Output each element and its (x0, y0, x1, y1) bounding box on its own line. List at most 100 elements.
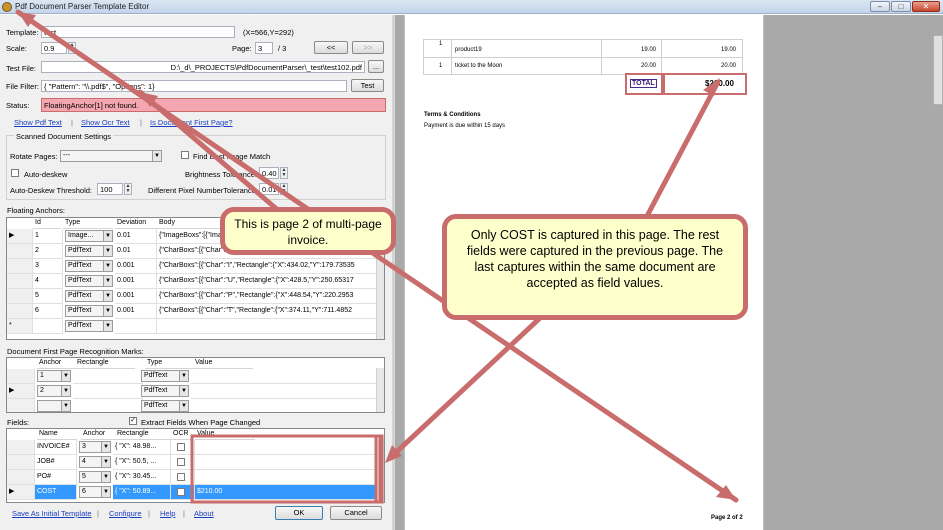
next-page-button[interactable]: >> (352, 41, 384, 54)
recognition-marks-title: Document First Page Recognition Marks: (7, 347, 144, 356)
page-input[interactable]: 3 (255, 42, 273, 54)
anchor-deviation-cell[interactable]: 0.01 (115, 244, 157, 259)
help-link[interactable]: Help (160, 509, 176, 518)
link-separator: | (148, 509, 150, 518)
brightness-input[interactable]: 0.40 (259, 167, 279, 179)
chevron-down-icon: ▼ (179, 371, 188, 381)
field-rectangle-cell[interactable]: { "X": 50.89... (113, 485, 171, 500)
brightness-spinner[interactable]: ▲▼ (280, 167, 288, 179)
ok-button[interactable]: OK (275, 506, 323, 520)
anchor-type-select-value: PdfText (68, 322, 92, 329)
row-selector[interactable] (7, 259, 33, 274)
prev-page-button[interactable]: << (314, 41, 348, 54)
row-selector[interactable] (7, 399, 35, 412)
anchor-type-select[interactable]: PdfText▼ (65, 245, 113, 257)
row-selector[interactable] (7, 244, 33, 259)
anchor-deviation-cell[interactable]: 0.001 (115, 289, 157, 304)
minimize-icon[interactable]: – (870, 1, 890, 12)
field-anchor-select[interactable]: 6▼ (79, 486, 111, 498)
anchor-id-cell: 3 (33, 259, 63, 274)
row-selector[interactable] (7, 369, 35, 384)
field-rectangle-cell[interactable]: { "X": 30.45... (113, 470, 171, 485)
anchor-type-select-value: PdfText (68, 277, 92, 284)
anchor-type-select[interactable]: PdfText▼ (65, 275, 113, 287)
field-name-cell[interactable]: JOB# (35, 455, 77, 470)
configure-link[interactable]: Configure (109, 509, 142, 518)
app-icon (2, 2, 12, 12)
arrow-line (15, 9, 739, 503)
mark-type-select[interactable]: PdfText▼ (141, 370, 189, 382)
field-name-cell[interactable]: PO# (35, 470, 77, 485)
column-header: Anchor (37, 358, 77, 369)
ocr-checkbox[interactable] (177, 473, 185, 481)
find-best-checkbox[interactable] (181, 151, 189, 159)
anchor-type-select[interactable]: PdfText▼ (65, 320, 113, 332)
testfile-input[interactable]: D:\_d\_PROJECTS\PdfDocumentParser\_test\… (41, 61, 365, 73)
anchor-deviation-cell[interactable]: 0.01 (115, 229, 157, 244)
rotate-pages-select[interactable]: ---▼ (60, 150, 162, 162)
is-first-page-link[interactable]: Is Document First Page? (150, 118, 233, 127)
ocr-checkbox[interactable] (177, 488, 185, 496)
anchor-deviation-cell[interactable]: 0.001 (115, 274, 157, 289)
field-anchor-select[interactable]: 4▼ (79, 456, 111, 468)
save-initial-template-link[interactable]: Save As Initial Template (12, 509, 92, 518)
row-selector[interactable] (7, 470, 35, 485)
field-ocr-cell[interactable] (171, 485, 195, 500)
field-ocr-cell[interactable] (171, 440, 195, 455)
test-button[interactable]: Test (351, 79, 384, 92)
maximize-icon[interactable]: □ (891, 1, 911, 12)
anchor-type-select[interactable]: Image...▼ (65, 230, 113, 242)
arrowhead (703, 78, 720, 96)
pane-splitter[interactable] (392, 15, 395, 530)
mark-anchor-select[interactable]: ▼ (37, 400, 71, 412)
ocr-checkbox[interactable] (177, 458, 185, 466)
filefilter-input[interactable]: { "Pattern": "\\.pdf$", "Options": 1} (41, 80, 347, 92)
mark-type-select[interactable]: PdfText▼ (141, 385, 189, 397)
field-rectangle-cell[interactable]: { "X": 50.5, ... (113, 455, 171, 470)
row-selector[interactable] (7, 289, 33, 304)
anchor-type-select[interactable]: PdfText▼ (65, 260, 113, 272)
anchor-type-select[interactable]: PdfText▼ (65, 305, 113, 317)
cancel-button[interactable]: Cancel (330, 506, 382, 520)
row-selector[interactable]: ▶ (7, 229, 33, 244)
chevron-down-icon: ▼ (179, 401, 188, 411)
auto-deskew-checkbox[interactable] (11, 169, 19, 177)
field-rectangle-cell[interactable]: { "X": 48.98... (113, 440, 171, 455)
scale-input[interactable]: 0.9 (41, 42, 67, 54)
show-pdf-text-link[interactable]: Show Pdf Text (14, 118, 62, 127)
show-ocr-text-link[interactable]: Show Ocr Text (81, 118, 130, 127)
column-header: Id (33, 218, 61, 229)
about-link[interactable]: About (194, 509, 214, 518)
link-separator: | (140, 118, 142, 127)
row-selector[interactable]: ▶ (7, 485, 35, 500)
arrowhead (385, 445, 402, 463)
mark-type-select[interactable]: PdfText▼ (141, 400, 189, 412)
field-ocr-cell[interactable] (171, 455, 195, 470)
anchors-scrollbar[interactable] (376, 218, 384, 339)
mark-anchor-select[interactable]: 2▼ (37, 385, 71, 397)
marks-scrollbar[interactable] (376, 368, 384, 412)
row-selector[interactable]: * (7, 319, 33, 334)
anchor-type-select[interactable]: PdfText▼ (65, 290, 113, 302)
row-selector[interactable]: ▶ (7, 384, 35, 399)
anchor-deviation-cell[interactable] (115, 319, 157, 334)
field-name-cell[interactable]: COST (35, 485, 77, 500)
mark-anchor-select[interactable]: 1▼ (37, 370, 71, 382)
row-selector[interactable] (7, 274, 33, 289)
anchor-deviation-cell[interactable]: 0.001 (115, 259, 157, 274)
deskew-threshold-spinner[interactable]: ▲▼ (124, 183, 132, 195)
field-name-cell[interactable]: INVOICE# (35, 440, 77, 455)
anchor-deviation-cell[interactable]: 0.001 (115, 304, 157, 319)
ocr-checkbox[interactable] (177, 443, 185, 451)
extract-fields-checkbox[interactable]: ✓ (129, 417, 137, 425)
browse-button[interactable]: ... (368, 60, 384, 73)
field-anchor-select[interactable]: 3▼ (79, 441, 111, 453)
close-icon[interactable]: ✕ (912, 1, 940, 12)
row-selector[interactable] (7, 304, 33, 319)
field-ocr-cell[interactable] (171, 470, 195, 485)
field-anchor-select[interactable]: 5▼ (79, 471, 111, 483)
status-field: FloatingAnchor[1] not found. (41, 98, 386, 112)
row-selector[interactable] (7, 455, 35, 470)
row-selector[interactable] (7, 440, 35, 455)
deskew-threshold-input[interactable]: 100 (97, 183, 123, 195)
